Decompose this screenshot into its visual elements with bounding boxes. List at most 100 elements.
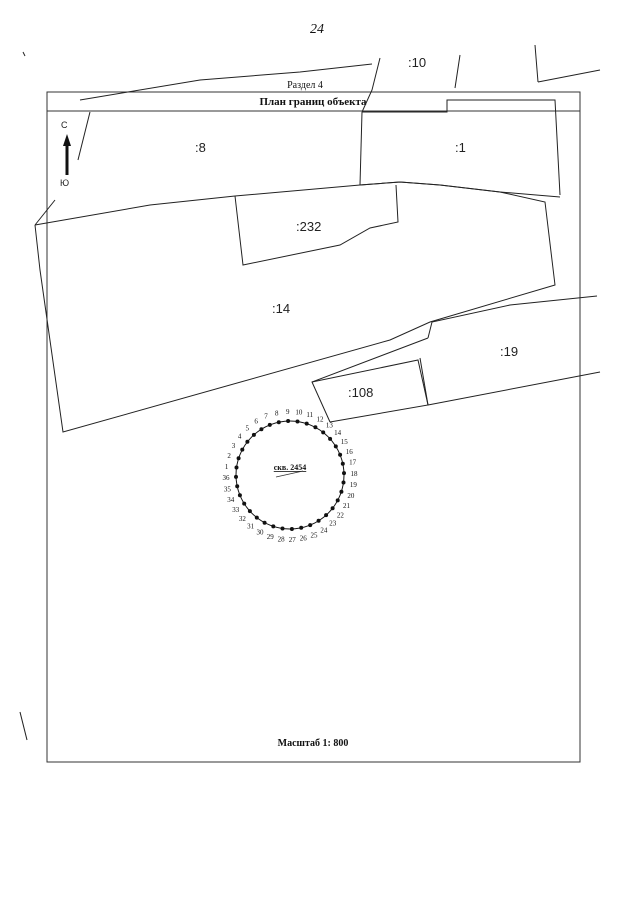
- stray-mark-1: [22, 51, 26, 57]
- boundary-point-label: 21: [343, 502, 351, 510]
- parcel-10-border-mid: [454, 54, 461, 89]
- plan-title: План границ объекта: [259, 96, 367, 108]
- boundary-point: [313, 425, 318, 430]
- boundary-point: [259, 427, 264, 432]
- boundary-point-label: 2: [227, 452, 231, 460]
- boundary-point: [271, 524, 276, 529]
- parcel-10-border-left: [361, 57, 381, 113]
- parcel-19-border-bottom: [427, 371, 601, 406]
- parcel-10-border-right: [534, 44, 539, 83]
- parcel-8-border-right: [359, 111, 363, 186]
- boundary-point: [339, 489, 344, 494]
- boundary-point-label: 7: [264, 413, 268, 421]
- boundary-point-label: 25: [311, 531, 319, 539]
- page-number: 24: [310, 22, 324, 37]
- section-label: Раздел 4: [287, 80, 323, 91]
- boundary-point: [338, 452, 343, 457]
- boundary-point: [251, 432, 256, 437]
- boundary-point-label: 19: [350, 481, 358, 489]
- parcel-outline-10: [79, 63, 373, 101]
- boundary-point: [333, 444, 338, 449]
- boundary-point: [341, 480, 346, 485]
- boundary-point: [234, 474, 238, 479]
- boundary-point-label: 9: [286, 408, 290, 416]
- object-label-leader: [275, 470, 304, 478]
- boundary-point-label: 1: [225, 463, 229, 471]
- boundary-point: [247, 509, 252, 514]
- boundary-point: [286, 419, 291, 423]
- parcel-outline-108: [311, 359, 429, 423]
- boundary-point-label: 36: [223, 474, 231, 482]
- boundary-point: [280, 526, 285, 531]
- boundary-point-label: 31: [247, 522, 255, 530]
- boundary-point: [240, 447, 245, 452]
- parcel-10-border-top-right: [537, 69, 601, 83]
- boundary-point-label: 10: [295, 409, 303, 417]
- boundary-point: [289, 527, 294, 531]
- parcel-label-232: :232: [296, 219, 321, 234]
- boundary-point-label: 16: [346, 448, 354, 456]
- boundary-point-label: 8: [275, 409, 279, 417]
- boundary-point-label: 18: [351, 470, 359, 478]
- boundary-point: [276, 420, 281, 425]
- boundary-point-label: 35: [224, 485, 232, 493]
- north-arrow: С Ю: [60, 120, 71, 188]
- boundary-point: [295, 419, 300, 424]
- boundary-point: [335, 498, 340, 503]
- boundary-point: [254, 515, 259, 520]
- boundary-point-label: 3: [232, 442, 236, 450]
- parcel-19-border-left: [311, 337, 429, 423]
- boundary-point-label: 13: [326, 422, 334, 430]
- parcel-label-108: :108: [348, 385, 373, 400]
- boundary-point-label: 29: [267, 533, 275, 541]
- boundary-point: [324, 513, 329, 518]
- boundary-point: [299, 525, 304, 530]
- boundary-point: [316, 518, 321, 523]
- boundary-point: [304, 421, 309, 426]
- boundary-point-label: 17: [349, 459, 357, 467]
- boundary-point-label: 5: [245, 424, 249, 432]
- parcel-outline-232: [234, 184, 399, 266]
- boundary-point-label: 11: [306, 411, 313, 419]
- boundary-point: [321, 430, 326, 435]
- boundary-point-label: 12: [317, 416, 325, 424]
- boundary-point-label: 22: [337, 511, 345, 519]
- boundary-point-label: 34: [227, 496, 235, 504]
- boundary-point-label: 6: [254, 418, 258, 426]
- boundary-point: [330, 506, 335, 511]
- boundary-point-label: 20: [347, 492, 355, 500]
- boundary-point: [237, 493, 242, 498]
- scale-label: Масштаб 1: 800: [278, 738, 349, 749]
- boundary-point: [236, 456, 241, 461]
- parcel-outline-1: [362, 99, 561, 196]
- parcel-14-border-corner: [34, 199, 56, 226]
- boundary-point: [328, 436, 333, 441]
- boundary-point-label: 23: [329, 520, 337, 528]
- parcel-label-14: :14: [272, 301, 290, 316]
- object-boundary-circle: [235, 420, 345, 530]
- boundary-point-label: 4: [238, 433, 242, 441]
- compass-north-label: С: [61, 120, 68, 130]
- boundary-point: [342, 471, 346, 476]
- parcel-outline-14: [34, 181, 556, 433]
- boundary-point: [340, 461, 345, 466]
- parcel-outline-19: [427, 295, 598, 339]
- boundary-point: [245, 439, 250, 444]
- boundary-point-label: 15: [341, 438, 349, 446]
- parcel-label-8: :8: [195, 140, 206, 155]
- parcel-label-19: :19: [500, 344, 518, 359]
- parcel-8-border-left: [77, 111, 91, 161]
- object-label: скв. 2454: [274, 463, 306, 472]
- boundary-point-label: 24: [320, 526, 328, 534]
- boundary-point: [262, 520, 267, 525]
- boundary-point: [308, 523, 313, 528]
- parcel-label-1: :1: [455, 140, 466, 155]
- boundary-point-label: 14: [334, 429, 342, 437]
- stray-mark-2: [19, 711, 28, 741]
- boundary-point: [242, 501, 247, 506]
- boundary-point-label: 28: [278, 535, 286, 543]
- compass-south-label: Ю: [60, 178, 69, 188]
- boundary-point-label: 32: [239, 515, 247, 523]
